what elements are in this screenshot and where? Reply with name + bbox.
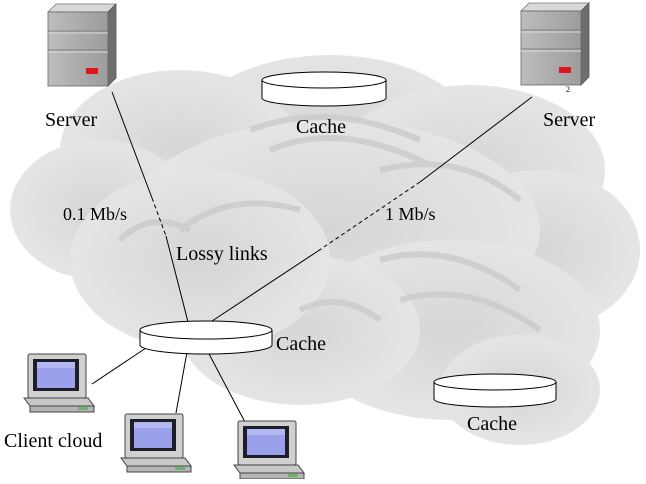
label-server-left: Server bbox=[45, 109, 98, 131]
link-right-server-solid bbox=[419, 96, 533, 183]
label-rate-left: 0.1 Mb/s bbox=[63, 204, 127, 224]
label-lossy-links: Lossy links bbox=[176, 243, 268, 265]
link-client-2 bbox=[175, 351, 188, 414]
label-rate-right: 1 Mb/s bbox=[385, 204, 436, 224]
network-links bbox=[91, 91, 533, 425]
link-client-3 bbox=[207, 351, 247, 425]
cache-bottom-right bbox=[433, 373, 557, 408]
label-cache-center: Cache bbox=[276, 333, 326, 355]
label-cache-bottom-right: Cache bbox=[467, 413, 517, 435]
link-right-server-lower bbox=[205, 250, 319, 326]
label-client-cloud: Client cloud bbox=[4, 430, 102, 452]
label-server-right: Server bbox=[543, 109, 596, 131]
link-left-server-lower bbox=[165, 235, 189, 323]
cache-center bbox=[139, 320, 273, 355]
cache-top bbox=[261, 71, 387, 107]
desktop-computer-icon bbox=[233, 420, 305, 480]
link-left-server-solid bbox=[111, 91, 153, 199]
network-cloud bbox=[10, 55, 640, 445]
server-icon bbox=[520, 2, 590, 86]
cloud-texture bbox=[117, 114, 542, 333]
desktop-computer-icon bbox=[120, 413, 192, 473]
label-cache-top: Cache bbox=[296, 116, 346, 138]
desktop-computer-icon bbox=[23, 353, 95, 413]
link-client-1 bbox=[91, 347, 147, 385]
server-marker: 2 bbox=[566, 85, 570, 94]
server-icon bbox=[47, 3, 117, 87]
